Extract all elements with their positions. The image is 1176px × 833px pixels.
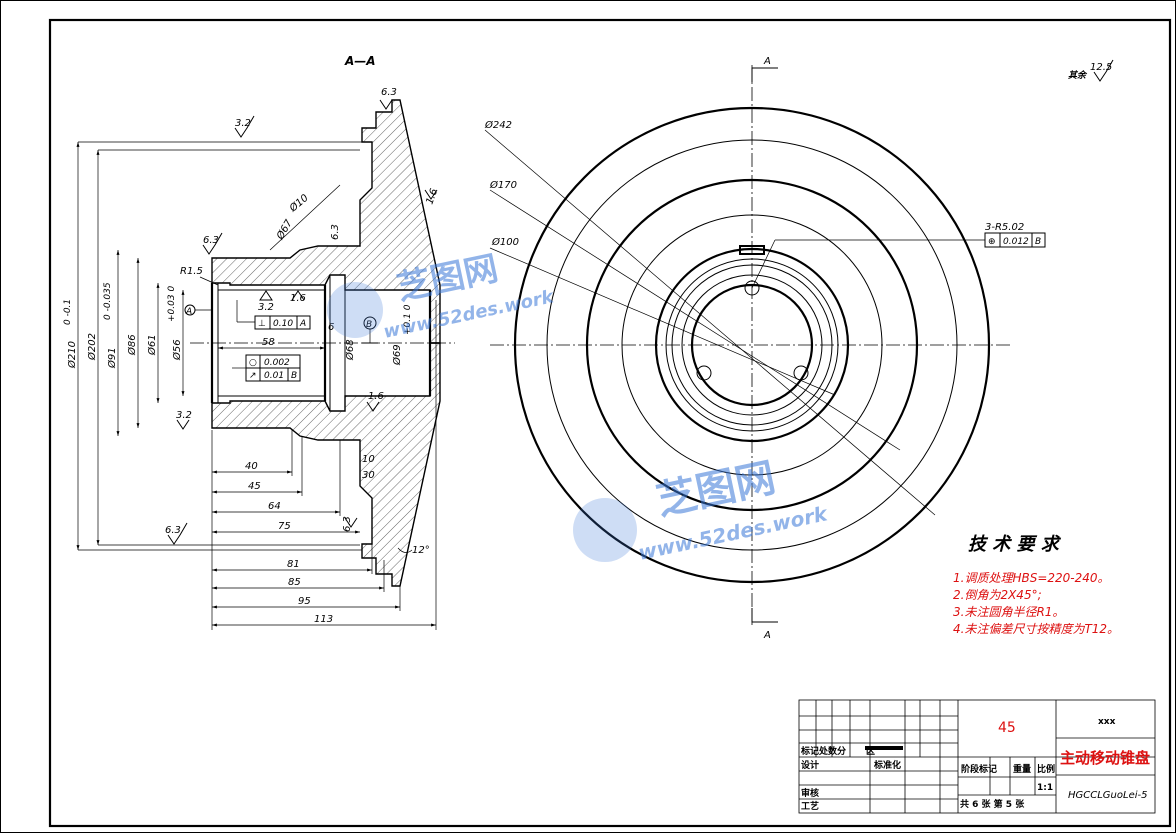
svg-text:○: ○ <box>249 358 257 368</box>
fillet-r15: R1.5 <box>180 266 203 277</box>
tol-d91: 0 -0.035 <box>103 282 113 320</box>
svg-text:⊥: ⊥ <box>258 319 266 329</box>
tol-d69: +0.1 0 <box>403 304 413 335</box>
scale-value: 1:1 <box>1037 783 1053 793</box>
dim-d68: Ø68 <box>344 339 356 361</box>
dim-d10: Ø10 <box>286 192 310 215</box>
circularity-frame: ○ 0.002 <box>245 354 301 369</box>
part-name: 主动移动锥盘 <box>1060 749 1150 767</box>
std-label: 标准化 <box>873 759 901 771</box>
drawing-frame <box>48 18 1172 828</box>
dim-d56: Ø56 <box>171 339 183 361</box>
section-view: A—A Ø210 Ø202 Ø91 Ø86 Ø61 Ø56 0 -0.1 <box>63 54 455 630</box>
weight-label: 重量 <box>1013 763 1031 775</box>
section-mark-bottom: A <box>763 630 771 641</box>
tol-d210: 0 -0.1 <box>63 299 73 325</box>
svg-text:6.3: 6.3 <box>330 224 341 240</box>
svg-text:6.3: 6.3 <box>381 87 397 98</box>
svg-text:64: 64 <box>268 501 281 512</box>
svg-text:⊕: ⊕ <box>988 237 996 247</box>
dim-58: 58 <box>262 337 275 348</box>
svg-text:1.6: 1.6 <box>368 391 384 402</box>
section-mark-top: A <box>763 56 771 67</box>
svg-text:85: 85 <box>288 577 301 588</box>
datum-a: A <box>185 307 192 317</box>
design-label: 设计 <box>801 759 819 771</box>
svg-text:6.3: 6.3 <box>203 235 219 246</box>
drawing-number: HGCCLGuoLei-5 <box>1068 790 1147 801</box>
check-label: 审核 <box>801 787 819 799</box>
tol-d56: +0.03 0 <box>167 286 177 322</box>
requirement-2: 2.倒角为2X45°; <box>953 588 1042 602</box>
svg-text:40: 40 <box>245 461 258 472</box>
rev-label: 标记处数分 <box>800 745 846 757</box>
dim-d61: Ø61 <box>146 334 158 356</box>
title-block: 标记处数分 区 设计 标准化 审核 工艺 45 xxx 主动移动锥盘 HGCCL… <box>798 699 1156 814</box>
datum-b: B <box>366 320 372 330</box>
section-lower <box>211 342 441 587</box>
svg-text:A: A <box>299 319 306 329</box>
section-title: A—A <box>344 54 376 68</box>
scale-label: 比例 <box>1037 763 1055 775</box>
dim-d91: Ø91 <box>106 347 118 369</box>
svg-text:1.6: 1.6 <box>424 187 440 206</box>
svg-text:75: 75 <box>278 521 291 532</box>
svg-text:3.2: 3.2 <box>258 302 274 313</box>
svg-text:6.3: 6.3 <box>165 525 181 536</box>
stage-label: 阶段标记 <box>961 763 997 775</box>
rest-roughness: 12.5 <box>1090 62 1112 73</box>
svg-text:↗: ↗ <box>249 371 257 381</box>
dim-6: 6 <box>328 322 334 333</box>
dim-d202: Ø202 <box>86 333 98 361</box>
technical-requirements: 技 术 要 求 1.调质处理HBS=220-240。 2.倒角为2X45°; 3… <box>953 534 1119 636</box>
rest-label: 其余 <box>1068 70 1088 81</box>
dim-d210: Ø210 <box>66 341 78 369</box>
company: xxx <box>1098 717 1116 727</box>
svg-text:81: 81 <box>287 559 300 570</box>
svg-text:0.002: 0.002 <box>264 358 290 368</box>
runout-frame: ↗ 0.01 B <box>232 367 301 382</box>
svg-text:6.3: 6.3 <box>342 516 353 532</box>
position-frame: ⊕ 0.012 B <box>984 232 1046 248</box>
svg-text:113: 113 <box>314 614 333 625</box>
svg-text:1.6: 1.6 <box>290 293 306 304</box>
sheet-count: 共 6 张 第 5 张 <box>960 798 1025 810</box>
process-label: 工艺 <box>801 800 819 812</box>
front-view: A A Ø242 Ø170 Ø100 3-R5.02 ⊕ 0.012 <box>484 56 1114 641</box>
requirement-1: 1.调质处理HBS=220-240。 <box>953 571 1110 585</box>
dim-angle-12: 12° <box>412 545 430 556</box>
dim-d86: Ø86 <box>126 334 138 356</box>
rev-label-2: 区 <box>866 746 875 757</box>
svg-text:B: B <box>1035 237 1041 247</box>
material: 45 <box>998 720 1016 736</box>
roughness-symbols: 3.2 6.3 6.3 3.2 1.6 3.2 1.6 6.3 6.3 1.6 … <box>165 87 440 545</box>
svg-text:45: 45 <box>248 481 261 492</box>
requirement-4: 4.未注偏差尺寸按精度为T12。 <box>953 622 1119 636</box>
holes-callout: 3-R5.02 <box>985 222 1024 233</box>
horizontal-dimensions: 40 45 64 75 81 85 95 113 <box>212 300 437 630</box>
dim-d100: Ø100 <box>491 236 519 248</box>
svg-text:0.10: 0.10 <box>273 319 293 329</box>
svg-text:3.2: 3.2 <box>235 118 251 129</box>
dim-30: 30 <box>362 470 375 481</box>
dim-d242: Ø242 <box>484 119 512 131</box>
dim-d69: Ø69 <box>391 344 403 366</box>
watermark-2: 芝图网 www.52des.work <box>573 455 831 565</box>
dim-10: 10 <box>362 454 375 465</box>
requirements-title: 技 术 要 求 <box>968 534 1062 555</box>
svg-text:0.01: 0.01 <box>264 371 284 381</box>
svg-text:95: 95 <box>298 596 311 607</box>
svg-text:3.2: 3.2 <box>176 410 192 421</box>
svg-text:B: B <box>291 371 297 381</box>
perpendicularity-frame: ⊥ 0.10 A <box>236 300 311 330</box>
svg-text:0.012: 0.012 <box>1003 237 1029 247</box>
dim-d170: Ø170 <box>489 179 517 191</box>
requirement-3: 3.未注圆角半径R1。 <box>953 605 1064 619</box>
